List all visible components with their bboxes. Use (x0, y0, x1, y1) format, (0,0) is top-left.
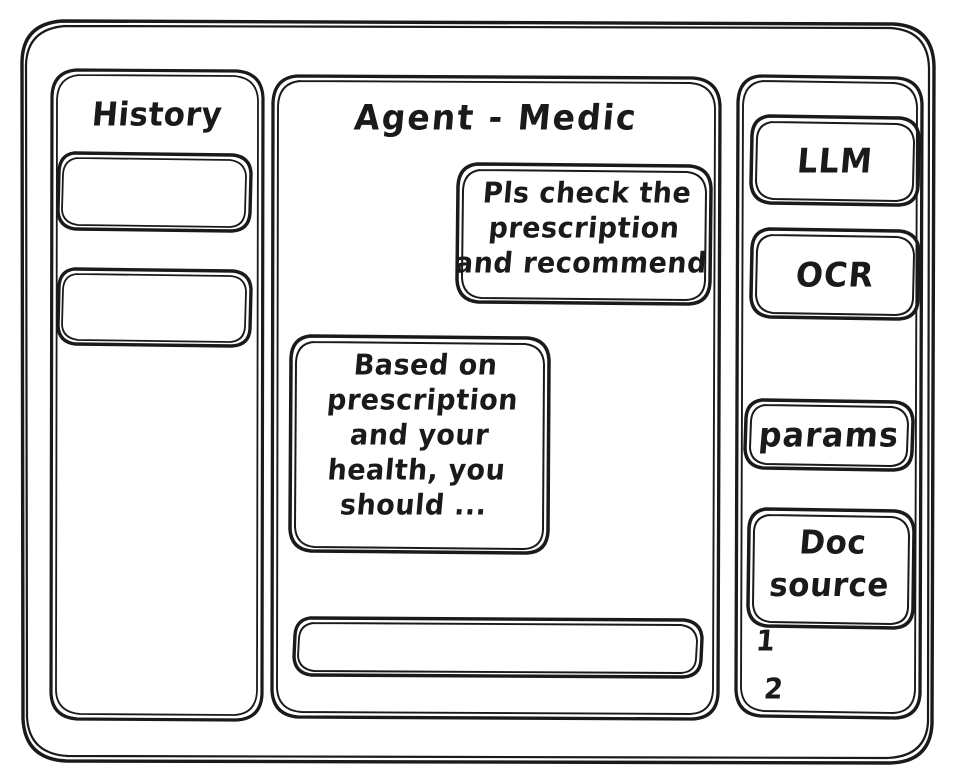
ocr-button-label: OCR (794, 254, 876, 296)
params-button[interactable]: params (745, 400, 913, 470)
user-message-bubble[interactable]: Pls check the prescription and recommend (454, 164, 711, 304)
agent-panel-title: Agent - Medic (352, 96, 640, 139)
assistant-message-text: Based on prescription and your health, y… (325, 349, 520, 522)
params-button-label: params (757, 414, 901, 456)
ocr-button[interactable]: OCR (751, 229, 919, 319)
llm-button-label: LLM (795, 140, 875, 182)
composer-input[interactable] (294, 618, 702, 677)
llm-button[interactable]: LLM (751, 116, 919, 205)
doc-source-label: Doc source (767, 523, 891, 605)
history-item-1[interactable] (58, 153, 251, 231)
doc-source-item-2[interactable]: 2 (758, 668, 818, 710)
user-message-text: Pls check the prescription and recommend (453, 177, 709, 280)
doc-source-item-2-index: 2 (762, 673, 785, 706)
doc-source-item-1-index: 1 (754, 625, 777, 658)
history-item-2[interactable] (58, 269, 251, 347)
history-panel-title: History (90, 95, 224, 135)
assistant-message-bubble[interactable]: Based on prescription and your health, y… (290, 336, 549, 553)
doc-source-item-1[interactable]: 1 (750, 620, 810, 662)
doc-source-box[interactable]: Doc source (748, 509, 914, 628)
